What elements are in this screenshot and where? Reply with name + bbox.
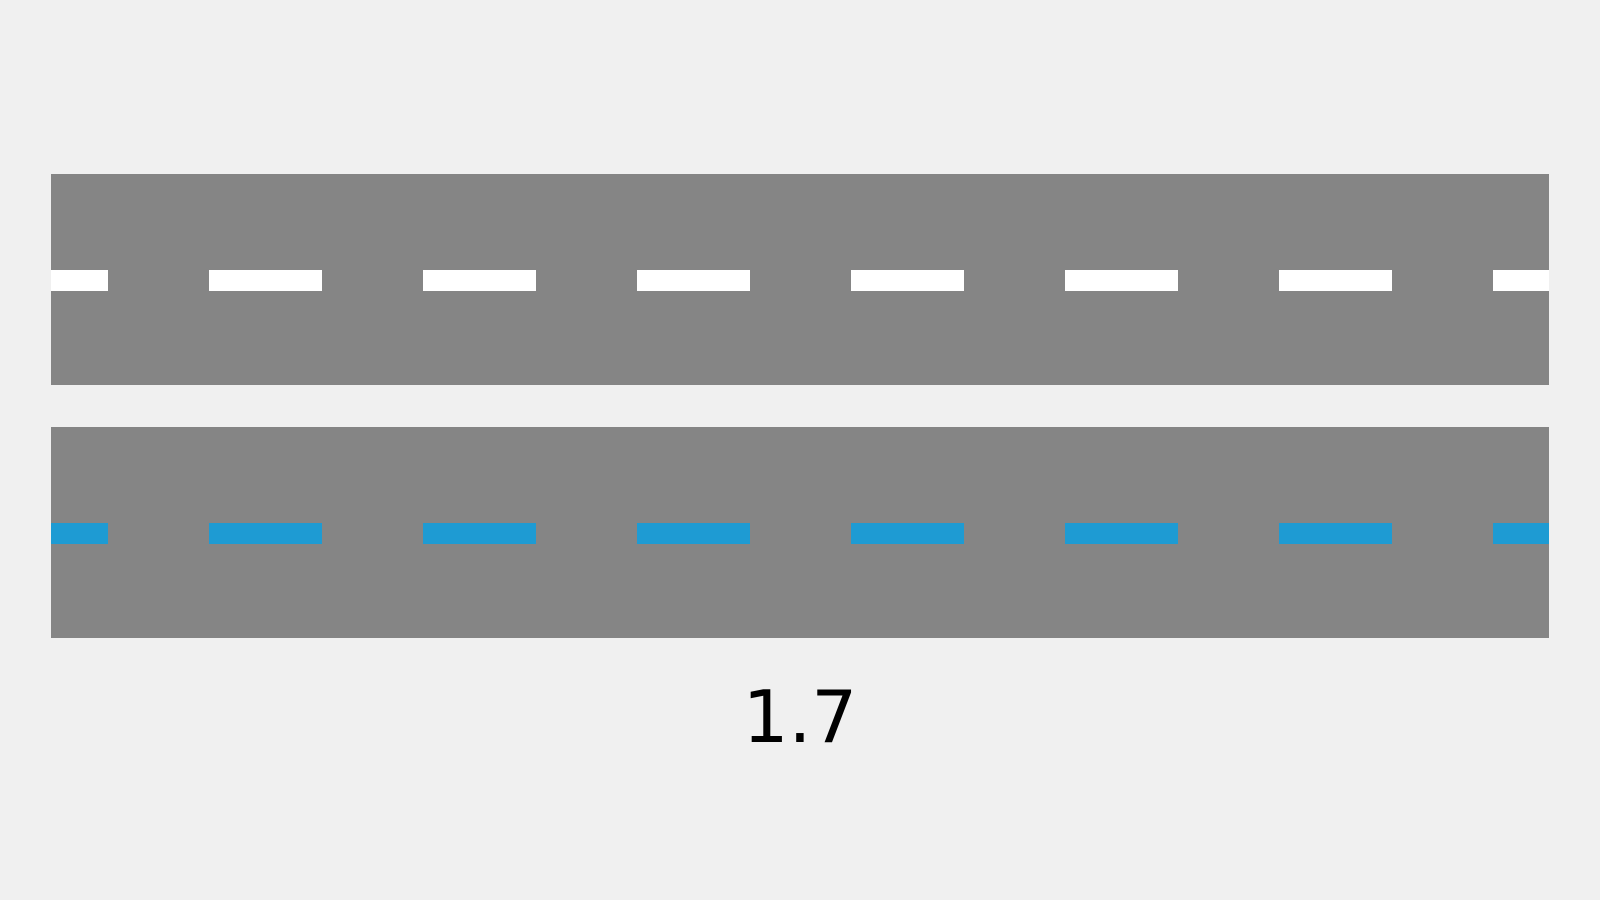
bottom-lane-dash bbox=[637, 523, 750, 544]
bottom-lane-dash bbox=[51, 523, 108, 544]
top-lane-dash bbox=[1279, 270, 1392, 291]
bottom-road bbox=[51, 427, 1549, 638]
top-lane-dash bbox=[1065, 270, 1178, 291]
value-label: 1.7 bbox=[742, 675, 858, 759]
top-lane-dash bbox=[209, 270, 322, 291]
top-lane-dash bbox=[851, 270, 964, 291]
bottom-lane-dash bbox=[209, 523, 322, 544]
top-lane-dash bbox=[1493, 270, 1549, 291]
top-lane-dash bbox=[637, 270, 750, 291]
top-lane-dash bbox=[423, 270, 536, 291]
bottom-lane-dash bbox=[423, 523, 536, 544]
bottom-lane-dash bbox=[1279, 523, 1392, 544]
top-road bbox=[51, 174, 1549, 385]
bottom-lane-dash bbox=[1493, 523, 1549, 544]
bottom-lane-dash bbox=[1065, 523, 1178, 544]
top-lane-dash bbox=[51, 270, 108, 291]
bottom-lane-dash bbox=[851, 523, 964, 544]
